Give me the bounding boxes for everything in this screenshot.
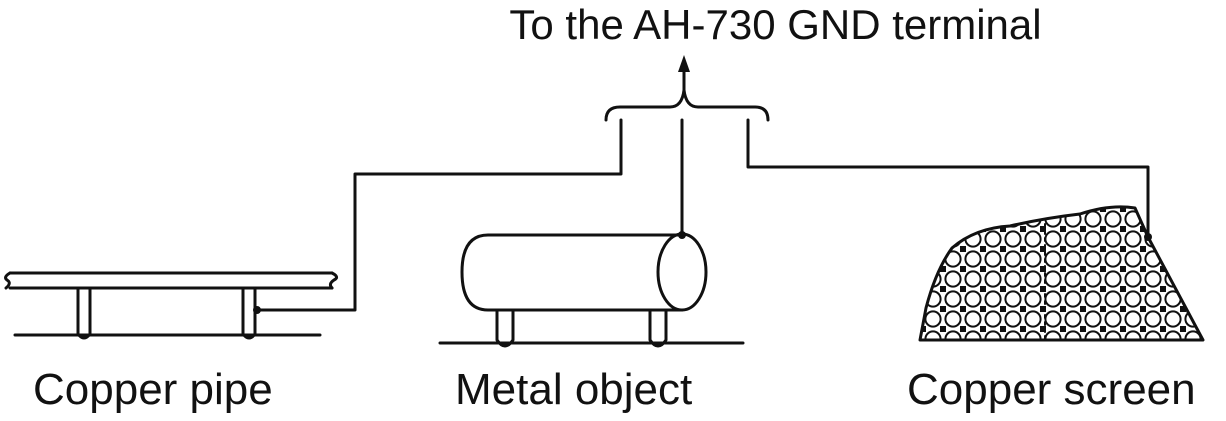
- copper-pipe-label: Copper pipe: [33, 365, 273, 414]
- copper-screen: [918, 205, 1205, 342]
- metal-object-tank: [438, 231, 745, 348]
- screen-ground-wire: [746, 118, 1150, 239]
- ground-brace: [604, 88, 770, 122]
- metal-object-label: Metal object: [455, 365, 693, 414]
- copper-screen-label: Copper screen: [907, 365, 1196, 414]
- pipe-ground-wire: [255, 118, 623, 312]
- copper-pipe: [4, 271, 339, 340]
- up-arrow-icon: [678, 55, 690, 92]
- diagram-title: To the AH-730 GND terminal: [509, 1, 1042, 48]
